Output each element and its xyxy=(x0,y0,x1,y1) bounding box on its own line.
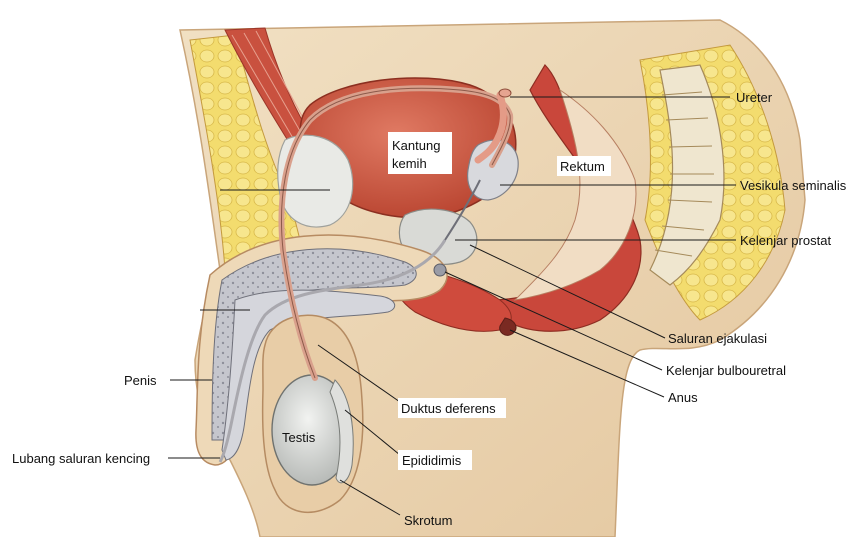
label-penis: Penis xyxy=(124,373,157,388)
label-kantung-line1: Kantung xyxy=(392,138,440,153)
label-kantung-line2: kemih xyxy=(392,156,427,171)
label-rektum: Rektum xyxy=(560,159,605,174)
ureter-end xyxy=(499,89,511,97)
label-kelenjar-bulbouretral: Kelenjar bulbouretral xyxy=(666,363,786,378)
label-vesikula-seminalis: Vesikula seminalis xyxy=(740,178,847,193)
label-lubang-saluran-kencing: Lubang saluran kencing xyxy=(12,451,150,466)
label-ureter: Ureter xyxy=(736,90,773,105)
label-skrotum: Skrotum xyxy=(404,513,452,528)
label-duktus-deferens: Duktus deferens xyxy=(401,401,496,416)
label-epididimis: Epididimis xyxy=(402,453,462,468)
label-saluran-ejakulasi: Saluran ejakulasi xyxy=(668,331,767,346)
label-testis: Testis xyxy=(282,430,316,445)
bulbourethral-gland xyxy=(434,264,446,276)
label-kelenjar-prostat: Kelenjar prostat xyxy=(740,233,831,248)
label-anus: Anus xyxy=(668,390,698,405)
